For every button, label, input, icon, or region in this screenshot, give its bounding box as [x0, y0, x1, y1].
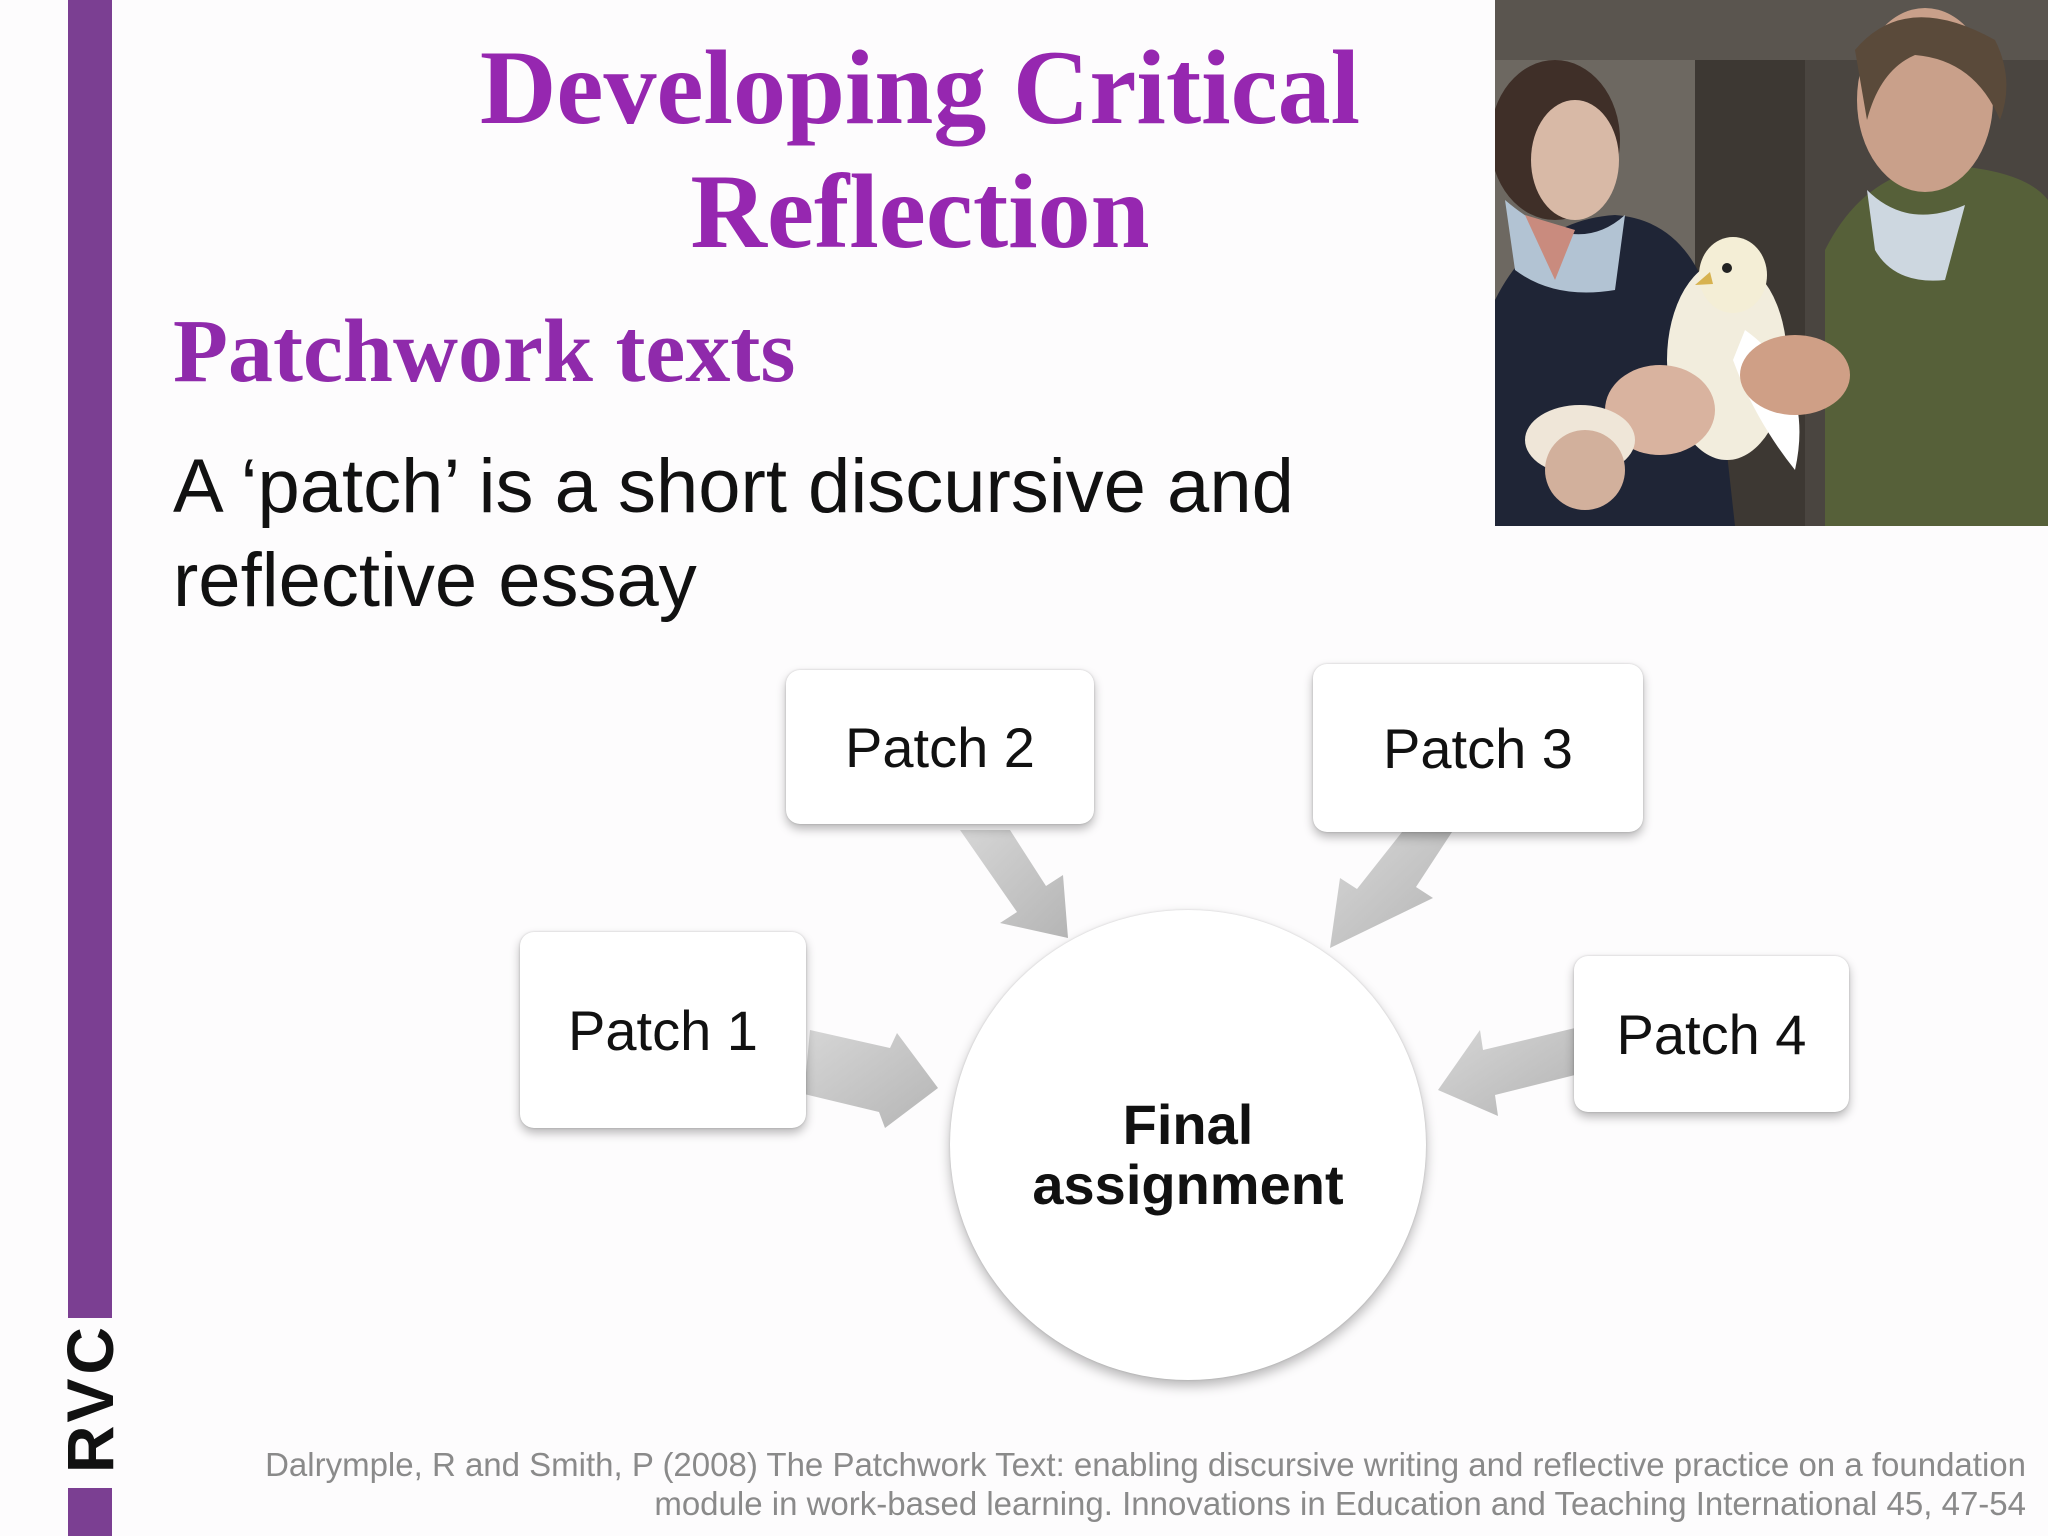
slide-subtitle: Patchwork texts	[173, 302, 796, 401]
patch-1-label: Patch 1	[568, 998, 758, 1062]
patch-2-label: Patch 2	[845, 715, 1035, 779]
final-assignment-label: Final assignment	[1032, 1093, 1344, 1216]
brand-bar	[68, 0, 112, 1318]
arrow-patch4	[1438, 1028, 1575, 1116]
final-assignment-circle: Final assignment	[950, 910, 1426, 1380]
arrow-patch2	[960, 830, 1068, 938]
slide-title: Developing Critical Reflection	[479, 29, 1361, 270]
body-text: A ‘patch’ is a short discursive and refl…	[173, 444, 1294, 623]
photo-people-with-chicks	[1495, 0, 2048, 526]
brand-bar-bottom	[68, 1488, 112, 1536]
arrow-patch1	[804, 1030, 938, 1128]
patch-3-box: Patch 3	[1313, 664, 1643, 832]
patch-3-label: Patch 3	[1383, 716, 1573, 780]
citation-line-2: module in work-based learning. Innovatio…	[654, 1485, 2026, 1522]
patch-4-label: Patch 4	[1616, 1002, 1807, 1066]
patch-2-box: Patch 2	[786, 670, 1094, 824]
citation-line-1: Dalrymple, R and Smith, P (2008) The Pat…	[265, 1446, 2026, 1483]
patch-1-box: Patch 1	[520, 932, 806, 1128]
arrow-patch3	[1330, 832, 1452, 948]
citation: Dalrymple, R and Smith, P (2008) The Pat…	[146, 1445, 2026, 1523]
patch-4-box: Patch 4	[1574, 956, 1849, 1112]
